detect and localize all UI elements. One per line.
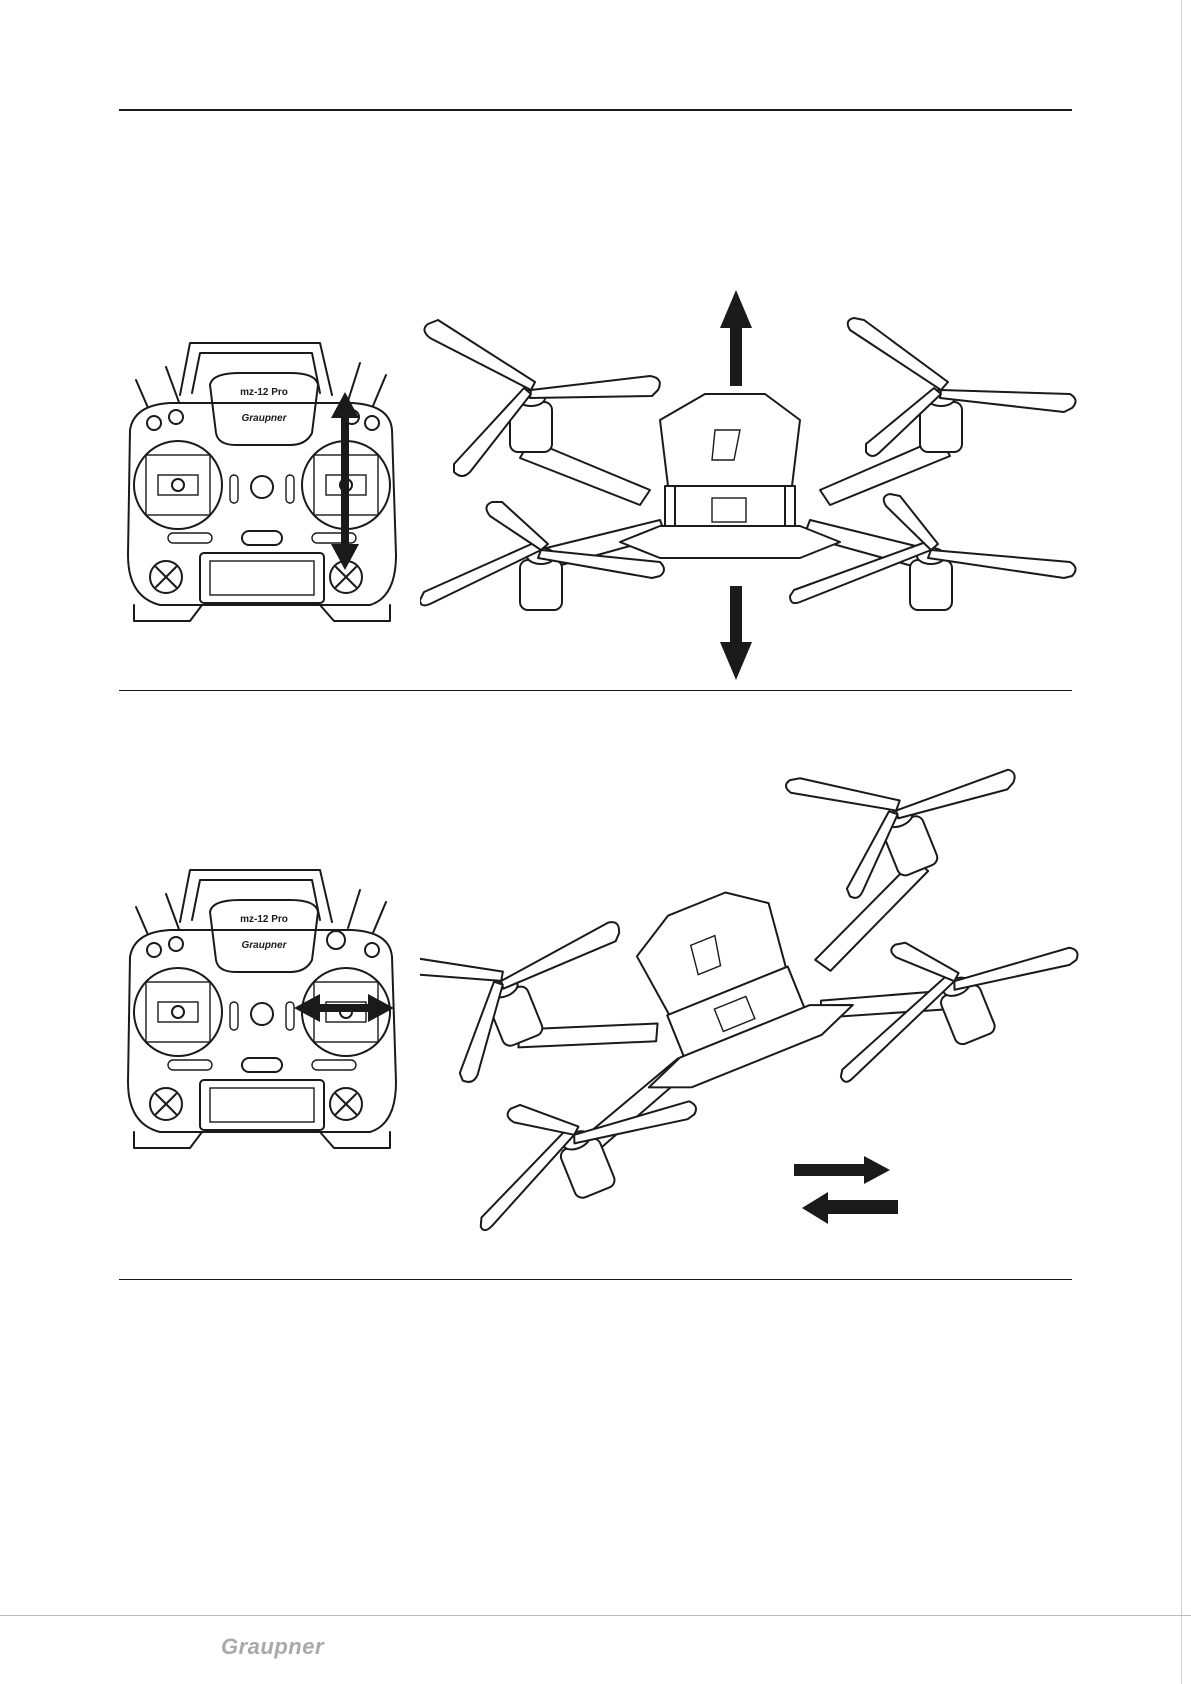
stick-vertical-arrow [328,392,362,570]
header-rule [119,109,1072,111]
transmitter-brand-label-2: Graupner [241,940,287,951]
footer-rule [0,1615,1191,1616]
drone-illustration-level [420,290,1080,680]
up-arrow [720,290,752,386]
left-arrow [802,1192,898,1224]
transmitter-illustration-throttle: mz-12 Pro Graupner [120,335,410,635]
drone-illustration-tilted [420,752,1080,1272]
transmitter-brand-label: Graupner [241,413,287,424]
transmitter-model-label: mz-12 Pro [240,387,288,398]
stick-horizontal-arrow [294,994,394,1022]
footer-brand-logo: Graupner [221,1634,324,1660]
section-divider [119,690,1072,691]
page-edge-line [1181,0,1182,1684]
section-divider-bottom [119,1279,1072,1280]
transmitter-model-label-2: mz-12 Pro [240,914,288,925]
right-arrow [794,1156,890,1184]
down-arrow [720,586,752,680]
lateral-motion-arrows [794,1156,898,1224]
